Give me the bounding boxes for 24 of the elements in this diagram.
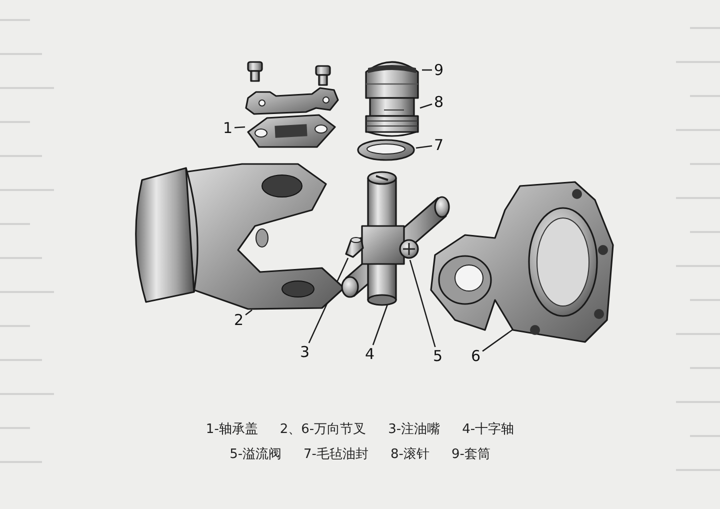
leader-line [416,145,432,149]
leader-line [422,69,432,71]
callout-number: 8 [433,94,445,110]
legend-text: 8-滚针 [390,447,430,463]
callout-number: 4 [364,346,376,362]
leader-line [482,327,516,352]
leader-line [409,260,436,348]
legend-text: 1-轴承盖 [206,422,258,438]
leader-line [234,126,246,128]
leader-line [245,309,252,316]
callout-number: 7 [433,137,445,153]
legend-text: 9-套筒 [451,447,490,463]
leader-line [420,104,432,109]
legend-text: 4-十字轴 [462,422,514,438]
callout-number: 5 [432,348,444,364]
legend-text: 2、6-万向节叉 [280,422,366,438]
callout-number: 6 [470,348,482,364]
legend-text: 3-注油嘴 [388,422,440,438]
legend-text: 5-溢流阀 [230,447,282,463]
callout-number: 2 [233,312,245,328]
callout-number: 3 [299,344,311,360]
legend-text: 7-毛毡油封 [304,447,368,463]
callout-number: 1 [222,120,234,136]
callout-number: 9 [433,62,445,78]
